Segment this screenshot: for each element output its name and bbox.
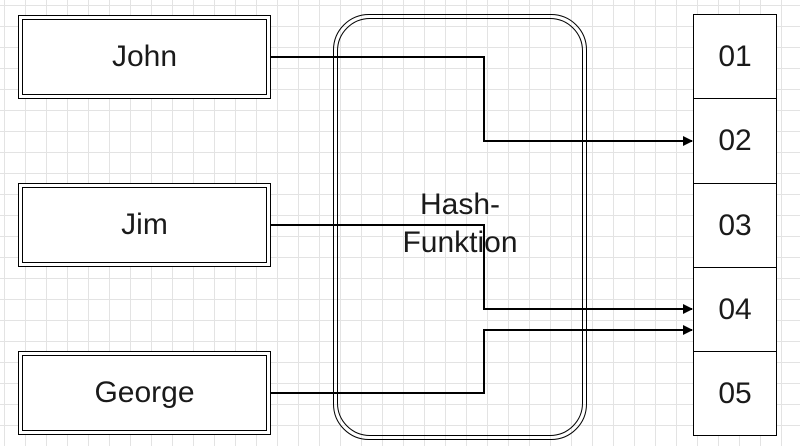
arrow-jim-to-04: [271, 224, 693, 314]
input-label-john: John: [111, 40, 178, 73]
input-box-george: George: [18, 351, 271, 435]
bucket-label-03: 03: [718, 208, 752, 242]
input-label-jim: Jim: [121, 208, 168, 241]
bucket-02: 02: [693, 98, 777, 184]
arrow-john-to-02: [271, 56, 693, 146]
bucket-label-02: 02: [718, 124, 752, 157]
bucket-label-05: 05: [718, 376, 752, 410]
hash-function-label-line2: Funktion: [402, 226, 518, 259]
hash-function-label-line1: Hash-: [419, 188, 501, 221]
bucket-label-01: 01: [718, 39, 752, 73]
input-label-george: George: [94, 376, 195, 409]
bucket-05: 05: [693, 351, 777, 436]
hash-function-box: [333, 14, 587, 440]
hash-function-label: Hash- Funktion: [350, 186, 570, 262]
bucket-label-04: 04: [718, 292, 752, 326]
input-box-jim: Jim: [18, 183, 271, 267]
input-box-john: John: [18, 15, 271, 99]
bucket-04: 04: [693, 267, 777, 352]
bucket-03: 03: [693, 183, 777, 268]
arrow-george-to-04: [271, 325, 693, 394]
bucket-01: 01: [693, 14, 777, 99]
